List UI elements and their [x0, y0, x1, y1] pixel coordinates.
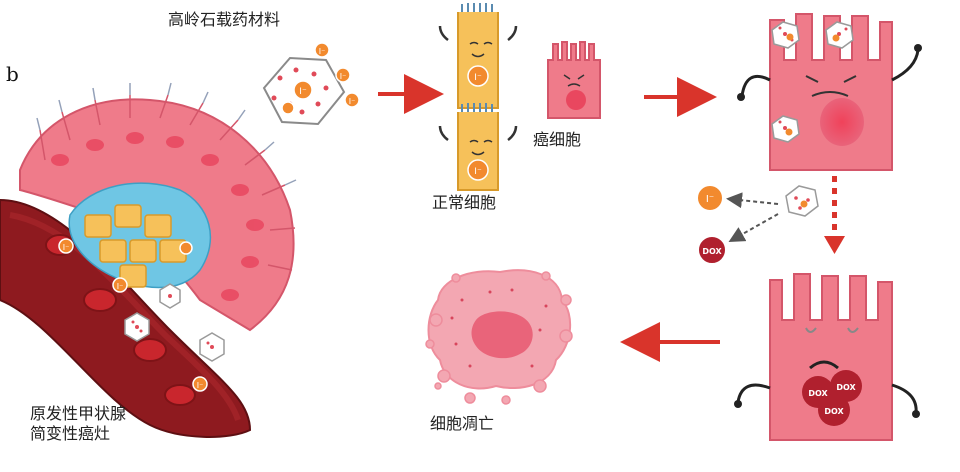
kaolin-carrier-icon: I⁻	[262, 56, 346, 126]
iodide-icon-label: I⁻	[117, 282, 124, 291]
apoptotic-cell	[425, 269, 573, 405]
dox-icon-label: DOX	[824, 407, 844, 416]
panel-letter: b	[6, 62, 19, 86]
primary-tumor-label-line1: 原发性甲状腺	[30, 404, 127, 423]
dox-icon-label: DOX	[702, 247, 722, 256]
kaolin-carrier-label: 高岭石载药材料	[168, 10, 281, 29]
iodide-icon-label: I⁻	[197, 381, 204, 390]
cancer-cell-uptake	[737, 13, 922, 171]
cancer-cell-dox: DOX DOX DOX	[734, 273, 920, 441]
apoptosis-label: 细胞凋亡	[430, 414, 495, 433]
dox-icon-label: DOX	[808, 389, 828, 398]
iodide-icon-label: I⁻	[349, 97, 356, 106]
drug-release: I⁻ DOX	[696, 184, 819, 265]
arrow-down	[824, 176, 845, 254]
normal-cell-bottom: I⁻	[438, 103, 518, 191]
tumor-cell-mass: I⁻ I⁻ I⁻	[19, 82, 297, 392]
iodide-icon-label: I⁻	[474, 167, 482, 177]
normal-cell-label: 正常细胞	[432, 193, 497, 212]
primary-tumor-scene: I⁻ I⁻ I⁻	[0, 82, 297, 438]
iodide-icon-label: I⁻	[474, 73, 482, 83]
iodide-icon-label: I⁻	[299, 87, 307, 97]
iodide-icon-label: I⁻	[63, 243, 70, 252]
iodide-icon-label: I⁻	[340, 72, 347, 81]
iodide-icon-label: I⁻	[706, 194, 714, 205]
normal-cell-top: I⁻	[438, 3, 518, 109]
primary-tumor-label-line2: 简变性癌灶	[30, 424, 111, 443]
free-iodide-dots: I⁻ I⁻ I⁻	[314, 42, 360, 108]
cancer-cell-small	[547, 41, 601, 119]
dox-icon-label: DOX	[836, 383, 856, 392]
cancer-cell-label: 癌细胞	[533, 130, 582, 149]
iodide-icon-label: I⁻	[319, 47, 326, 56]
